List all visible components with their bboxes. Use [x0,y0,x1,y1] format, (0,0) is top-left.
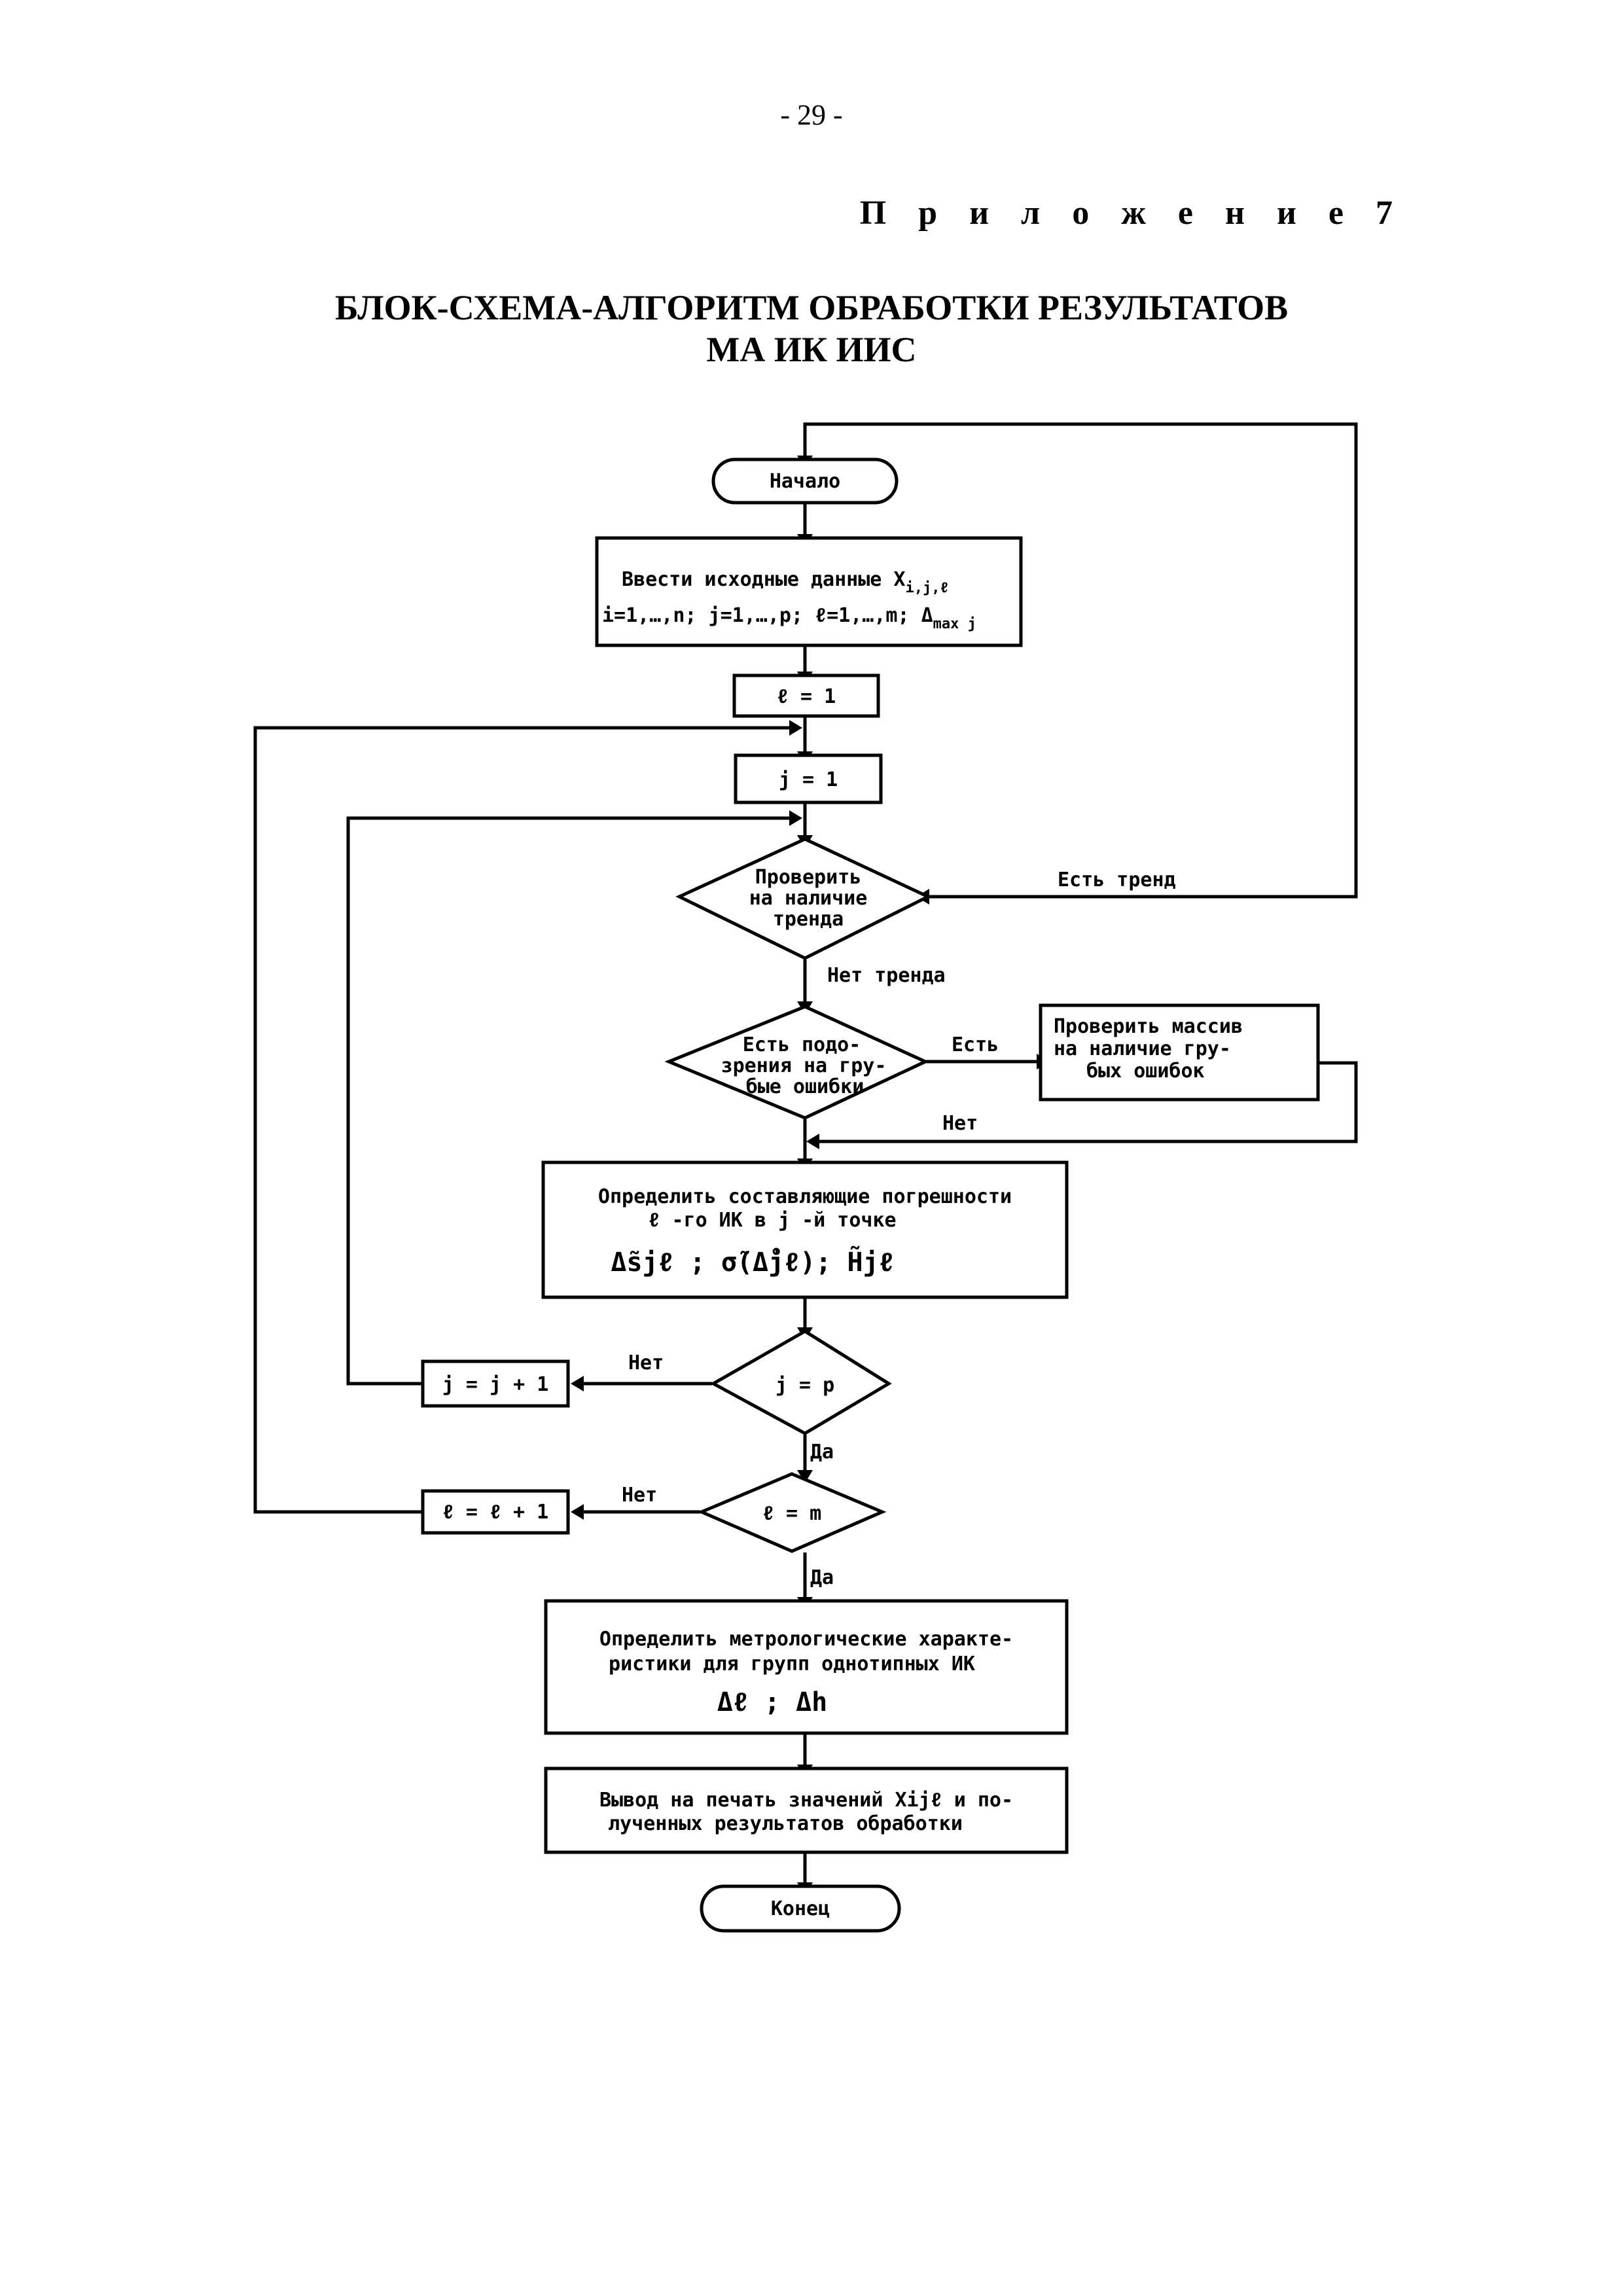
line-j-loop [346,816,792,1386]
cond-l-decision: ℓ = m [697,1472,887,1553]
init-l-label: ℓ = 1 [777,685,836,708]
arrowhead [571,1504,584,1520]
print-block: Вывод на печать значений Xijℓ и по- луче… [544,1767,1069,1854]
suspect-line-2: зрения на гру- [721,1054,887,1077]
suspect-line-1: Есть подо- [743,1033,861,1056]
input-block: Ввести исходные данные Xi,j,ℓ i=1,…,n; j… [595,536,1023,647]
inc-l-label: ℓ = ℓ + 1 [442,1501,548,1524]
metro-line-1: Определить метрологические характе- [599,1628,1013,1651]
components-block: Определить составляющие погрешности ℓ -г… [541,1160,1069,1299]
connectors [253,422,1358,1885]
check-array-block: Проверить массив на наличие гру- бых оши… [1039,1003,1320,1102]
cond-l-label: ℓ = m [762,1502,821,1525]
check-array-line-1: Проверить массив [1054,1015,1243,1038]
inc-l-block: ℓ = ℓ + 1 [421,1489,570,1535]
document-title: БЛОК-СХЕМА-АЛГОРИТМ ОБРАБОТКИ РЕЗУЛЬТАТО… [0,287,1623,370]
suspect-yes-label: Есть [952,1033,999,1056]
trend-check-line-1: Проверить [755,866,862,889]
inc-j-block: j = j + 1 [421,1359,570,1408]
check-array-line-3: бых ошибок [1086,1060,1205,1083]
svg-text:i=1,…,n; j=1,…,p; ℓ=1,…,m; Δma: i=1,…,n; j=1,…,p; ℓ=1,…,m; Δmax j [602,604,976,632]
end-label: Конец [771,1897,830,1920]
start-terminator: Начало [711,457,899,505]
init-l-block: ℓ = 1 [732,673,880,718]
trend-check-line-3: тренда [773,908,844,931]
trend-yes-label: Есть тренд [1058,869,1176,891]
input-line-2-subscript: max j [933,616,976,632]
svg-text:Ввести исходные данные Xi,j,ℓ: Ввести исходные данные Xi,j,ℓ [622,568,949,596]
arrowhead [571,1376,584,1391]
metro-block: Определить метрологические характе- рист… [544,1599,1069,1735]
title-line-2: МА ИК ИИС [706,330,917,369]
metro-line-3: Δℓ ; Δh [717,1687,828,1717]
components-line-1: Определить составляющие погрешности [598,1185,1012,1208]
title-line-1: БЛОК-СХЕМА-АЛГОРИТМ ОБРАБОТКИ РЕЗУЛЬТАТО… [334,288,1289,327]
arrowhead [797,1470,813,1483]
trend-loop-line [803,422,1358,899]
cond-j-yes-label: Да [810,1441,834,1463]
suspect-no-label: Нет [942,1112,978,1135]
appendix-heading: П р и л о ж е н и е 7 [859,194,1404,232]
arrowhead [789,810,802,826]
components-line-2: ℓ -го ИК в j -й точке [648,1209,896,1232]
trend-check-line-2: на наличие [749,887,868,910]
cond-j-no-label: Нет [628,1352,664,1374]
trend-decision: Проверить на наличие тренда [675,837,932,960]
line-l-loop [253,726,792,1514]
input-line-2: i=1,…,n; j=1,…,p; ℓ=1,…,m; Δ [602,604,933,627]
suspect-decision: Есть подо- зрения на гру- бые ошибки [664,1005,929,1120]
inc-j-label: j = j + 1 [442,1373,549,1396]
cond-j-decision: j = p [709,1329,892,1435]
metro-line-2: ристики для групп однотипных ИК [609,1653,975,1676]
print-line-1: Вывод на печать значений Xijℓ и по- [599,1789,1013,1812]
arrowhead [806,1134,819,1149]
start-label: Начало [770,470,840,493]
trend-no-label: Нет тренда [827,964,946,987]
cond-j-label: j = p [776,1374,834,1397]
suspect-line-3: бые ошибки [746,1075,865,1098]
check-array-line-2: на наличие гру- [1054,1037,1231,1060]
input-line-1: Ввести исходные данные X [622,568,905,591]
page-number: - 29 - [780,99,843,131]
cond-l-yes-label: Да [810,1566,834,1589]
end-terminator: Конец [700,1884,901,1933]
init-j-label: j = 1 [779,768,838,791]
init-j-block: j = 1 [734,753,883,804]
input-subscript: i,j,ℓ [905,580,948,596]
line-check-merge [817,1061,1358,1143]
arrowhead [789,720,802,736]
print-line-2: лученных результатов обработки [608,1812,963,1835]
cond-l-no-label: Нет [622,1484,657,1507]
components-line-3: Δ̃sjℓ ; σ̃(Δ̊jℓ); H̃jℓ [611,1246,894,1278]
